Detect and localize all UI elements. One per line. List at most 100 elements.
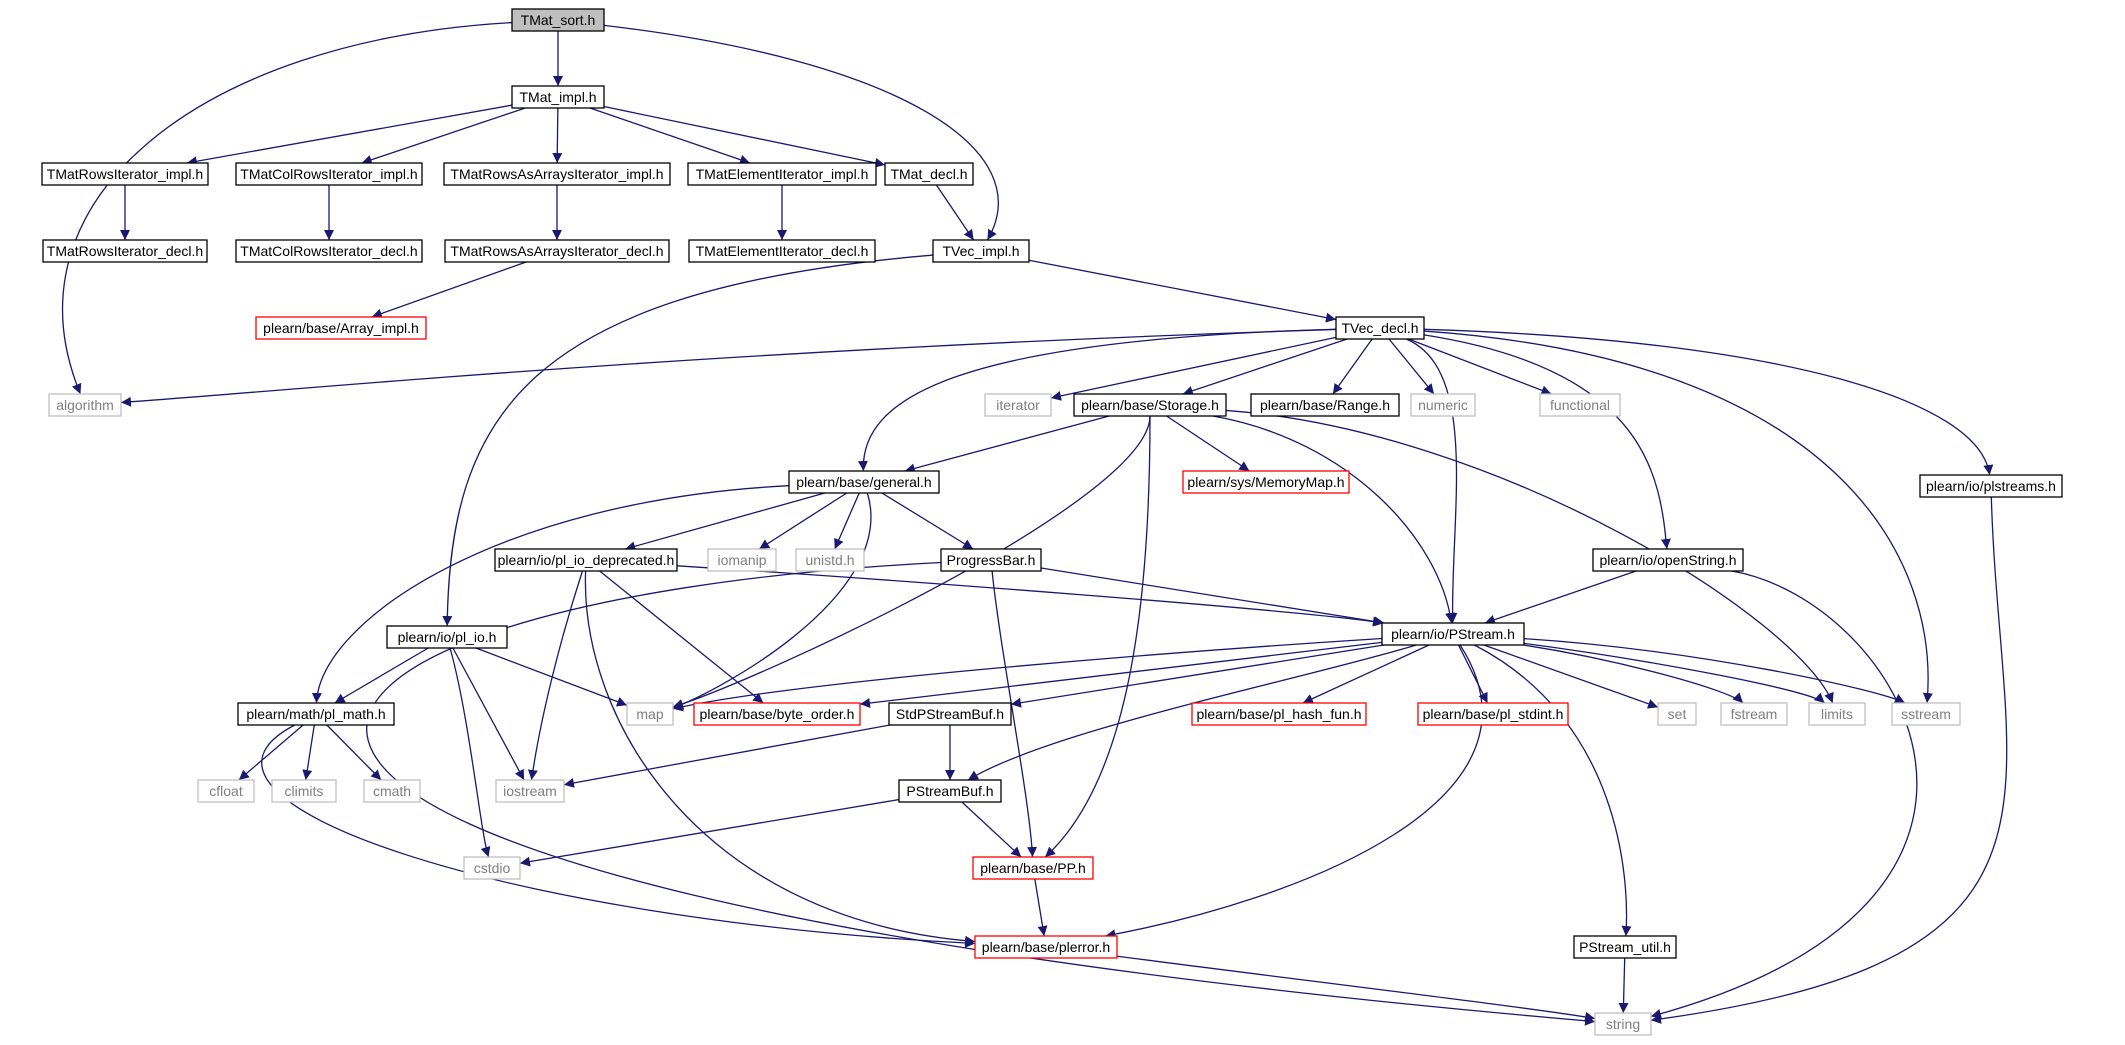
node-map[interactable]: map	[626, 702, 674, 726]
edge-tvec_decl-to-numeric	[1388, 338, 1435, 395]
edge-tvec_decl-to-functional	[1408, 338, 1552, 396]
node-label: PStream_util.h	[1579, 939, 1671, 955]
node-box	[888, 702, 1012, 726]
node-tvec_decl[interactable]: TVec_decl.h	[1335, 316, 1425, 340]
node-label: TMatRowsAsArraysIterator_impl.h	[450, 166, 663, 182]
node-tmat_impl[interactable]: TMat_impl.h	[511, 85, 605, 109]
node-box	[271, 779, 337, 803]
node-memorymap[interactable]: plearn/sys/MemoryMap.h	[1182, 470, 1350, 494]
node-tmatelemiter_decl[interactable]: TMatElementIterator_decl.h	[688, 239, 876, 263]
edge-pstream-to-byte_order	[859, 641, 1383, 708]
node-tvec_impl[interactable]: TVec_impl.h	[932, 239, 1030, 263]
node-pstream_util[interactable]: PStream_util.h	[1573, 935, 1677, 959]
node-label: plearn/io/PStream.h	[1391, 626, 1515, 642]
node-iomanip[interactable]: iomanip	[707, 548, 777, 572]
node-byte_order[interactable]: plearn/base/byte_order.h	[693, 702, 861, 726]
edge-plerror-to-string	[1116, 955, 1596, 1022]
node-box	[363, 779, 421, 803]
node-box	[1891, 702, 1961, 726]
edge-pl_io_deprecated-to-pstream	[676, 565, 1383, 627]
node-climits[interactable]: climits	[271, 779, 337, 803]
node-label: limits	[1821, 706, 1853, 722]
node-label: algorithm	[56, 397, 114, 413]
node-pl_io[interactable]: plearn/io/pl_io.h	[386, 625, 508, 649]
node-progressbar[interactable]: ProgressBar.h	[940, 548, 1042, 572]
edge-pp-to-plerror	[1034, 878, 1048, 937]
node-tmatelemiter_impl[interactable]: TMatElementIterator_impl.h	[687, 162, 877, 186]
node-pl_math[interactable]: plearn/math/pl_math.h	[237, 702, 395, 726]
node-label: set	[1668, 706, 1687, 722]
node-box	[626, 702, 674, 726]
node-openstring[interactable]: plearn/io/openString.h	[1592, 548, 1744, 572]
node-tmatrowsiter_impl[interactable]: TMatRowsIterator_impl.h	[41, 162, 209, 186]
edge-pstream-to-limits	[1523, 642, 1826, 704]
node-label: TMatColRowsIterator_impl.h	[240, 166, 417, 182]
node-pl_hash_fun[interactable]: plearn/base/pl_hash_fun.h	[1191, 702, 1367, 726]
node-label: sstream	[1901, 706, 1951, 722]
node-pstreambuf[interactable]: PStreamBuf.h	[898, 779, 1002, 803]
node-box	[972, 856, 1094, 880]
node-plstreams[interactable]: plearn/io/plstreams.h	[1919, 474, 2063, 498]
edge-tvec_decl-to-sstream	[1423, 330, 1933, 704]
node-box	[1250, 393, 1400, 417]
node-tmatrowsasarrays_decl[interactable]: TMatRowsAsArraysIterator_decl.h	[444, 239, 670, 263]
node-iostream[interactable]: iostream	[495, 779, 565, 803]
node-array_impl[interactable]: plearn/base/Array_impl.h	[255, 316, 427, 340]
node-tmatrowsiter_decl[interactable]: TMatRowsIterator_decl.h	[42, 239, 208, 263]
edge-plstreams-to-string	[1650, 496, 2008, 1024]
node-box	[1720, 702, 1788, 726]
node-set[interactable]: set	[1657, 702, 1697, 726]
node-numeric[interactable]: numeric	[1410, 393, 1476, 417]
edge-tmat_sort-to-tvec_impl	[603, 24, 999, 241]
edge-pstreambuf-to-cstdio	[519, 798, 900, 867]
node-fstream[interactable]: fstream	[1720, 702, 1788, 726]
node-tmatcolrowsiter_decl[interactable]: TMatColRowsIterator_decl.h	[235, 239, 423, 263]
node-box	[444, 239, 670, 263]
node-label: TMatRowsAsArraysIterator_decl.h	[450, 243, 663, 259]
node-box	[255, 316, 427, 340]
node-box	[1073, 393, 1227, 417]
node-stdpstreambuf[interactable]: StdPStreamBuf.h	[888, 702, 1012, 726]
edge-pl_io-to-pl_math	[334, 647, 429, 704]
node-label: TMatColRowsIterator_decl.h	[240, 243, 417, 259]
node-box	[1417, 702, 1569, 726]
node-limits[interactable]: limits	[1808, 702, 1866, 726]
node-pl_io_deprecated[interactable]: plearn/io/pl_io_deprecated.h	[494, 548, 678, 572]
node-unistd[interactable]: unistd.h	[795, 548, 865, 572]
node-pp[interactable]: plearn/base/PP.h	[972, 856, 1094, 880]
node-functional[interactable]: functional	[1539, 393, 1621, 417]
edge-pl_io_deprecated-to-iostream	[527, 570, 584, 781]
node-label: TMat_impl.h	[519, 89, 596, 105]
node-tmat_sort[interactable]: TMat_sort.h	[511, 8, 605, 32]
node-cmath[interactable]: cmath	[363, 779, 421, 803]
node-label: iomanip	[717, 552, 766, 568]
node-box	[1657, 702, 1697, 726]
node-cfloat[interactable]: cfloat	[197, 779, 255, 803]
node-label: numeric	[1418, 397, 1468, 413]
edge-openstring-to-pstream	[1484, 570, 1637, 625]
node-storage[interactable]: plearn/base/Storage.h	[1073, 393, 1227, 417]
node-cstdio[interactable]: cstdio	[463, 856, 521, 880]
node-plerror[interactable]: plearn/base/plerror.h	[974, 935, 1118, 959]
node-pl_stdint[interactable]: plearn/base/pl_stdint.h	[1417, 702, 1569, 726]
node-sstream[interactable]: sstream	[1891, 702, 1961, 726]
node-pstream[interactable]: plearn/io/PStream.h	[1381, 622, 1525, 646]
node-algorithm[interactable]: algorithm	[48, 393, 122, 417]
edge-general-to-iomanip	[758, 492, 848, 550]
node-box	[884, 162, 974, 186]
node-range[interactable]: plearn/base/Range.h	[1250, 393, 1400, 417]
node-label: plearn/math/pl_math.h	[246, 706, 385, 722]
node-tmatcolrowsiter_impl[interactable]: TMatColRowsIterator_impl.h	[235, 162, 423, 186]
node-label: fstream	[1731, 706, 1778, 722]
node-box	[693, 702, 861, 726]
node-string[interactable]: string	[1594, 1012, 1652, 1036]
edge-pstream-to-pl_hash_fun	[1302, 644, 1430, 704]
node-iterator[interactable]: iterator	[984, 393, 1052, 417]
node-tmat_decl[interactable]: TMat_decl.h	[884, 162, 974, 186]
node-label: plearn/base/Range.h	[1260, 397, 1390, 413]
node-label: plearn/base/pl_stdint.h	[1423, 706, 1564, 722]
edge-tvec_impl-to-pl_io	[442, 254, 934, 627]
node-tmatrowsasarrays_impl[interactable]: TMatRowsAsArraysIterator_impl.h	[443, 162, 671, 186]
node-general[interactable]: plearn/base/general.h	[788, 470, 940, 494]
node-box	[1808, 702, 1866, 726]
